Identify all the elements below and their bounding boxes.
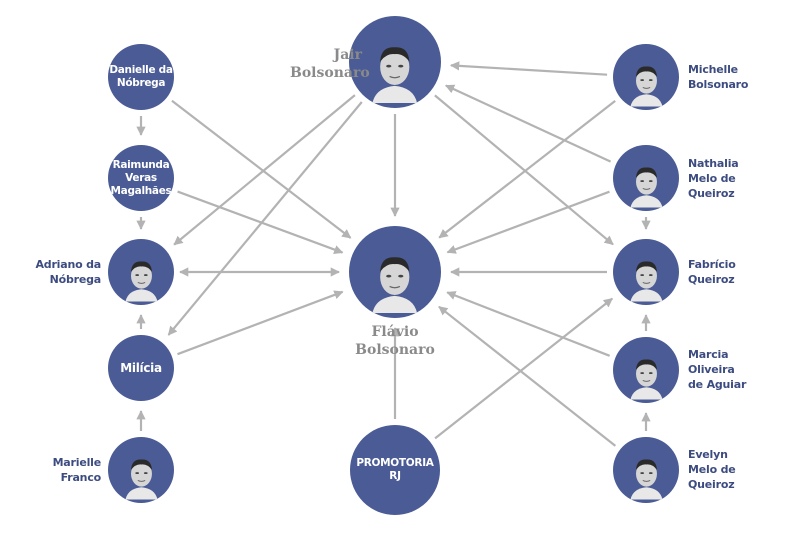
- edge-promotoria-fabricio: [434, 297, 613, 440]
- edge-jair-milicia: [167, 101, 363, 336]
- edge-raimunda-flavio: [177, 190, 344, 255]
- portrait-photo: [369, 237, 421, 318]
- edge-danielle-flavio: [171, 99, 352, 239]
- label-jair: Jair Bolsonaro: [290, 47, 370, 81]
- node-nathalia[interactable]: [613, 145, 679, 211]
- portrait-photo: [628, 52, 665, 110]
- portrait-photo: [628, 445, 665, 503]
- edge-nathalia-jair: [444, 84, 612, 163]
- node-raimunda[interactable]: Raimunda Veras Magalhães: [108, 145, 174, 211]
- node-evelyn[interactable]: [613, 437, 679, 503]
- edge-michelle-jair: [449, 61, 608, 76]
- portrait-photo: [628, 345, 665, 403]
- node-danielle[interactable]: Danielle da Nóbrega: [108, 44, 174, 110]
- node-promotoria[interactable]: PROMOTORIA RJ: [350, 425, 440, 515]
- label-flavio: Flávio Bolsonaro: [355, 324, 435, 358]
- edge-nathalia-flavio: [446, 190, 610, 254]
- edge-michelle-flavio: [438, 100, 616, 239]
- edge-marcia-flavio: [446, 291, 611, 357]
- edge-milicia-flavio: [177, 290, 344, 356]
- label-evelyn: Evelyn Melo de Queiroz: [688, 448, 736, 491]
- portrait-photo: [369, 27, 421, 108]
- node-label: Danielle da Nóbrega: [109, 64, 173, 89]
- node-flavio[interactable]: [349, 226, 441, 318]
- edge-evelyn-flavio: [438, 305, 617, 447]
- portrait-photo: [628, 247, 665, 305]
- node-label: PROMOTORIA RJ: [356, 457, 434, 482]
- portrait-photo: [628, 153, 665, 211]
- label-marielle: Marielle Franco: [52, 456, 102, 484]
- node-jair[interactable]: [349, 16, 441, 108]
- node-milicia[interactable]: Milícia: [108, 335, 174, 401]
- edge-jair-fabricio: [434, 94, 614, 246]
- label-nathalia: Nathalia Melo de Queiroz: [688, 157, 739, 200]
- portrait-photo: [123, 247, 160, 305]
- node-label: Milícia: [120, 360, 162, 375]
- edge-jair-adriano: [173, 94, 356, 246]
- label-michelle: Michelle Bolsonaro: [688, 63, 749, 91]
- node-fabricio[interactable]: [613, 239, 679, 305]
- label-fabricio: Fabrício Queiroz: [688, 258, 736, 286]
- label-marcia: Marcia Oliveira de Aguiar: [688, 348, 747, 391]
- node-michelle[interactable]: [613, 44, 679, 110]
- label-adriano: Adriano da Nóbrega: [35, 258, 101, 286]
- node-marielle[interactable]: [108, 437, 174, 503]
- node-label: Raimunda Veras Magalhães: [110, 158, 172, 197]
- node-marcia[interactable]: [613, 337, 679, 403]
- node-adriano[interactable]: [108, 239, 174, 305]
- portrait-photo: [123, 445, 160, 503]
